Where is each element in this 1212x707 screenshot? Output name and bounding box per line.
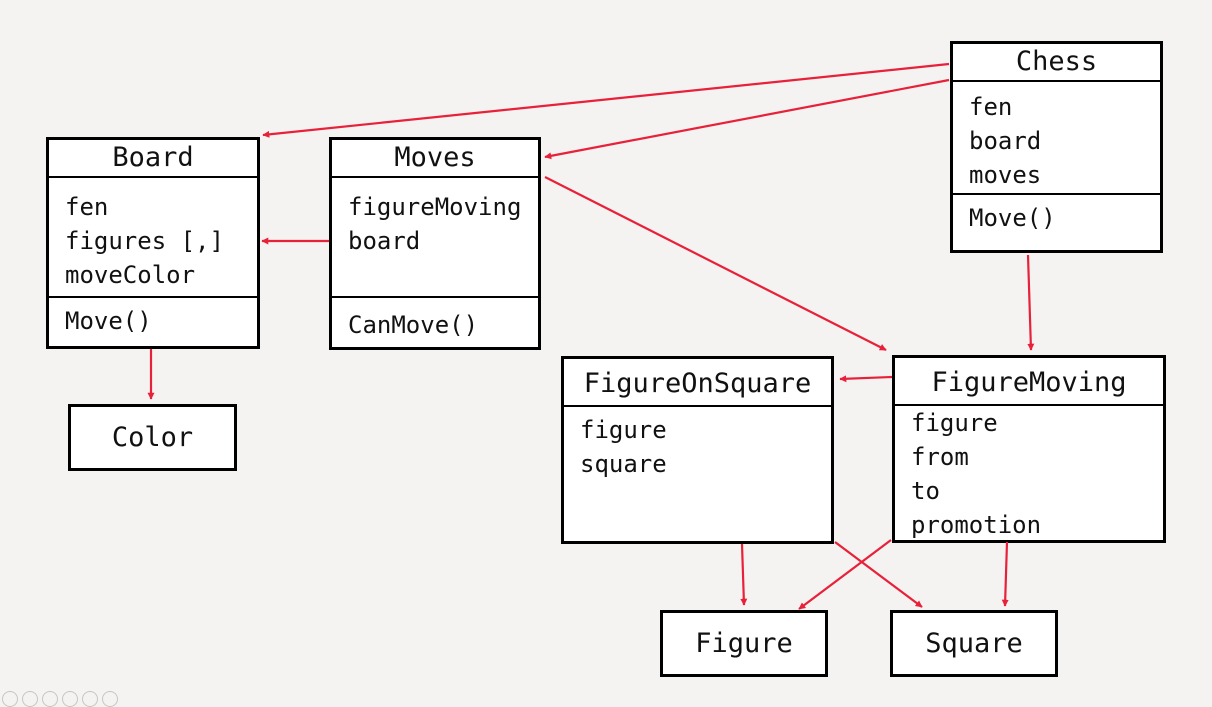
decoration-dot — [42, 691, 58, 707]
chess-field-moves: moves — [969, 161, 1042, 189]
class-color: Color — [68, 404, 237, 471]
moves-method-canmove: CanMove() — [348, 311, 479, 339]
class-figure-moving-fields: figure from to promotion — [895, 406, 1163, 546]
arrow-chess-to-moves — [544, 78, 950, 160]
arrow-figure-moving-to-figure-on-square — [839, 375, 893, 383]
arrow-figure-moving-to-figure — [798, 539, 892, 610]
class-board-methods: Move() — [49, 296, 257, 342]
corner-decoration — [0, 691, 130, 707]
board-field-figures: figures [,] — [65, 227, 224, 255]
figure-moving-field-from: from — [911, 443, 969, 471]
decoration-dot — [102, 691, 118, 707]
moves-field-figuremoving: figureMoving — [348, 193, 522, 221]
chess-method-move: Move() — [969, 204, 1056, 232]
class-figure-on-square: FigureOnSquare figure square — [561, 356, 834, 544]
class-figure-on-square-title: FigureOnSquare — [564, 359, 831, 407]
class-moves-methods: CanMove() — [332, 296, 538, 346]
class-square: Square — [890, 610, 1058, 677]
figure-on-square-field-square: square — [580, 450, 667, 478]
decoration-dot — [2, 691, 18, 707]
class-figure-moving-title: FigureMoving — [895, 358, 1163, 406]
class-chess-title: Chess — [953, 44, 1160, 82]
board-field-fen: fen — [65, 193, 109, 221]
class-chess-methods: Move() — [953, 193, 1160, 239]
figure-moving-field-to: to — [911, 477, 940, 505]
class-moves-fields: figureMoving board — [332, 178, 538, 296]
board-method-move: Move() — [65, 307, 152, 335]
arrow-figure-on-square-to-square — [834, 541, 923, 608]
moves-field-board: board — [348, 227, 421, 255]
arrow-figure-on-square-to-figure — [740, 543, 748, 606]
decoration-dot — [82, 691, 98, 707]
class-figure: Figure — [660, 610, 828, 677]
class-moves-title: Moves — [332, 140, 538, 178]
class-board-fields: fen figures [,] moveColor — [49, 178, 257, 296]
class-board-title: Board — [49, 140, 257, 178]
arrow-figure-moving-to-square — [1001, 541, 1009, 607]
arrow-moves-to-figure-moving — [544, 176, 887, 351]
class-board: Board fen figures [,] moveColor Move() — [46, 137, 260, 349]
decoration-dot — [62, 691, 78, 707]
class-chess-fields: fen board moves — [953, 82, 1160, 193]
figure-moving-field-figure: figure — [911, 409, 998, 437]
class-figure-moving: FigureMoving figure from to promotion — [892, 355, 1166, 543]
decoration-dot — [22, 691, 38, 707]
arrow-chess-to-board — [262, 62, 950, 138]
board-field-movecolor: moveColor — [65, 261, 196, 289]
figure-on-square-field-figure: figure — [580, 416, 667, 444]
figure-moving-field-promotion: promotion — [911, 511, 1042, 539]
class-chess: Chess fen board moves Move() — [950, 41, 1163, 253]
class-figure-on-square-fields: figure square — [564, 407, 831, 485]
arrow-chess-to-figure-moving — [1026, 254, 1035, 351]
class-moves: Moves figureMoving board CanMove() — [329, 137, 541, 350]
chess-field-fen: fen — [969, 93, 1013, 121]
chess-field-board: board — [969, 127, 1042, 155]
